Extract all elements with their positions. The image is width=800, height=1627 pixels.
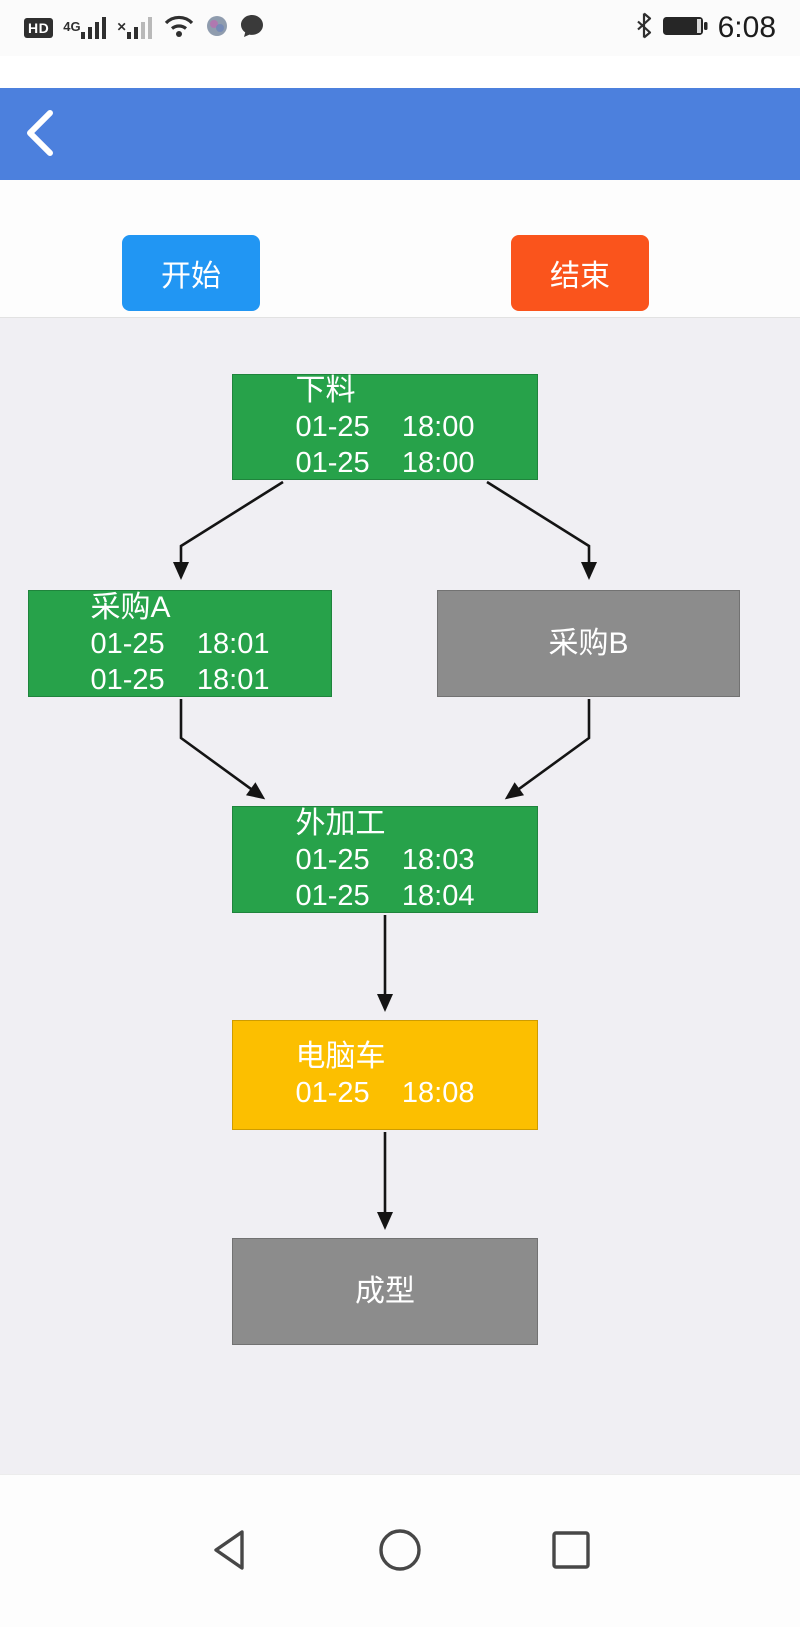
edge-caigou-b-waijiagong: [504, 699, 591, 800]
edge-xialiao-caigou-b: [486, 480, 597, 580]
node-time-line: 01-25 18:00: [295, 447, 475, 479]
chevron-left-icon: [22, 107, 56, 162]
start-button[interactable]: 开始: [122, 235, 260, 311]
notification-app-icon: [205, 14, 229, 43]
flow-edges: [173, 480, 597, 1230]
hd-icon: HD: [24, 18, 54, 38]
toolbar: 开始 结束: [0, 180, 800, 318]
flow-node-caigou-a[interactable]: 采购A 01-25 18:01 01-25 18:01: [28, 590, 332, 697]
back-triangle-icon: [208, 1527, 250, 1576]
flow-node-diannaoche[interactable]: 电脑车 01-25 18:08: [232, 1020, 538, 1130]
status-bar-left: HD 4G ✕: [24, 13, 265, 44]
mobile-signal-4g-icon: 4G: [63, 16, 106, 40]
battery-icon: [662, 14, 708, 43]
android-nav-bar: [0, 1474, 800, 1627]
flowchart-canvas: 下料 01-25 18:00 01-25 18:00 采购A 01-25 18:…: [0, 318, 800, 1474]
node-label: 外加工: [295, 806, 386, 840]
bluetooth-icon: [636, 12, 652, 44]
nav-back-button[interactable]: [205, 1527, 253, 1575]
recents-square-icon: [549, 1528, 593, 1575]
home-circle-icon: [377, 1527, 423, 1576]
wifi-icon: [163, 13, 195, 44]
mobile-signal-none-icon: ✕: [117, 16, 153, 40]
node-time-line: 01-25 18:03: [295, 843, 475, 876]
clock-text: 6:08: [717, 11, 776, 44]
message-icon: [239, 13, 265, 44]
app-header: [0, 88, 800, 180]
flow-node-waijiagong[interactable]: 外加工 01-25 18:03 01-25 18:04: [232, 806, 538, 913]
node-label: 下料: [295, 374, 356, 407]
node-label: 采购A: [90, 590, 171, 624]
node-time-line: 01-25 18:08: [295, 1077, 475, 1109]
node-time-line: 01-25 18:01: [90, 663, 270, 696]
back-button[interactable]: [22, 106, 74, 162]
end-button[interactable]: 结束: [511, 235, 649, 311]
status-bar-right: 6:08: [636, 11, 776, 45]
nav-recents-button[interactable]: [547, 1527, 595, 1575]
node-time-line: 01-25 18:00: [295, 411, 475, 443]
node-time-line: 01-25 18:01: [90, 627, 270, 660]
node-label: 采购B: [548, 626, 629, 660]
status-bar: HD 4G ✕: [0, 0, 800, 56]
nav-home-button[interactable]: [376, 1527, 424, 1575]
flow-node-xialiao[interactable]: 下料 01-25 18:00 01-25 18:00: [232, 374, 538, 480]
flow-node-chengxing[interactable]: 成型: [232, 1238, 538, 1345]
node-label: 电脑车: [295, 1040, 386, 1073]
edge-xialiao-caigou-a: [173, 480, 284, 580]
node-time-line: 01-25 18:04: [295, 879, 475, 912]
flow-node-caigou-b[interactable]: 采购B: [437, 590, 740, 697]
node-label: 成型: [355, 1274, 415, 1308]
edge-caigou-a-waijiagong: [179, 699, 266, 800]
